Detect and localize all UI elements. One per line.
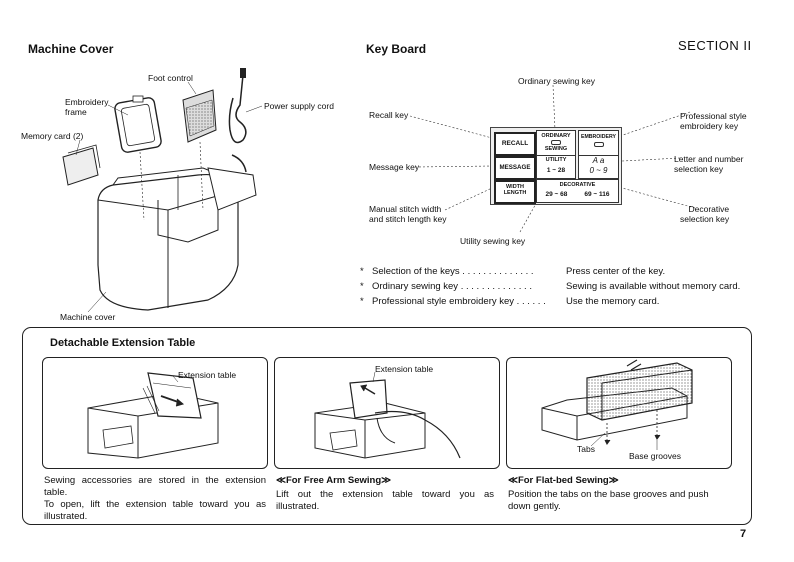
fig1-extension-label: Extension table bbox=[178, 370, 237, 380]
note-label: Professional style embroidery key . . . … bbox=[372, 296, 546, 307]
tabs-label: Tabs bbox=[577, 444, 595, 454]
free-arm-title: ≪For Free Arm Sewing≫ bbox=[276, 475, 392, 486]
note-value: Sewing is available without memory card. bbox=[566, 281, 741, 292]
embroidery-indicator-icon bbox=[593, 142, 604, 147]
embroidery-frame-label: Embroidery frame bbox=[65, 97, 109, 117]
machine-cover-label: Machine cover bbox=[60, 312, 116, 322]
note-label: Selection of the keys . . . . . . . . . … bbox=[372, 266, 534, 277]
note-value: Press center of the key. bbox=[566, 266, 666, 277]
foot-control-label: Foot control bbox=[148, 73, 193, 83]
figure-flat-bed: Tabs Base grooves bbox=[506, 357, 732, 469]
message-key[interactable]: MESSAGE bbox=[494, 156, 536, 180]
free-arm-illustration bbox=[314, 371, 461, 459]
machine-cover-title: Machine Cover bbox=[28, 42, 114, 56]
extension-table-title: Detachable Extension Table bbox=[50, 337, 196, 349]
machine-cover-illustration bbox=[62, 68, 263, 313]
note-bullet: * bbox=[360, 296, 364, 307]
col3-text: Position the tabs on the base grooves an… bbox=[508, 489, 709, 512]
recall-key-caption: Recall key bbox=[369, 110, 409, 120]
note-value: Use the memory card. bbox=[566, 296, 660, 307]
manual-stitch-caption: Manual stitch width and stitch length ke… bbox=[369, 204, 447, 224]
embroidery-label: EMBROIDERY bbox=[581, 134, 616, 140]
numeric-label: 0 ~ 9 bbox=[589, 166, 608, 175]
col1-text: Sewing accessories are stored in the ext… bbox=[44, 475, 266, 522]
extension-store-illustration bbox=[87, 372, 219, 459]
sewing-label: SEWING bbox=[544, 146, 568, 152]
section-label: SECTION II bbox=[678, 38, 752, 53]
memory-card-label: Memory card (2) bbox=[21, 131, 84, 141]
key-board-panel: RECALL ORDINARY SEWING EMBROIDERY MESSAG… bbox=[490, 127, 622, 205]
note-bullet: * bbox=[360, 266, 364, 277]
note-label: Ordinary sewing key . . . . . . . . . . … bbox=[372, 281, 532, 292]
decorative-label: DECORATIVE bbox=[559, 182, 596, 188]
decorative-range-2: 69 ~ 116 bbox=[584, 191, 610, 198]
ordinary-sewing-key-label: Ordinary sewing key bbox=[518, 76, 596, 86]
letter-number-key[interactable]: A a 0 ~ 9 bbox=[578, 155, 619, 179]
alpha-label: A a bbox=[592, 156, 605, 165]
utility-key[interactable]: UTILITY 1 ~ 28 bbox=[536, 155, 576, 179]
figure-free-arm: Extension table bbox=[274, 357, 500, 469]
ordinary-sewing-key[interactable]: ORDINARY SEWING bbox=[536, 130, 576, 156]
figure-store: Extension table bbox=[42, 357, 268, 469]
note-bullet: * bbox=[360, 281, 364, 292]
ordinary-indicator-icon bbox=[551, 140, 561, 145]
page-number: 7 bbox=[740, 528, 747, 540]
fig2-extension-label: Extension table bbox=[375, 364, 434, 374]
message-key-label: MESSAGE bbox=[499, 164, 531, 171]
extension-table-section bbox=[22, 327, 752, 525]
decorative-key[interactable]: DECORATIVE 29 ~ 68 69 ~ 116 bbox=[536, 179, 619, 203]
col2-text: Lift out the extension table toward you … bbox=[276, 489, 494, 512]
width-length-key[interactable]: WIDTH LENGTH bbox=[494, 180, 536, 204]
width-label: WIDTH bbox=[505, 184, 525, 190]
utility-label: UTILITY bbox=[545, 157, 567, 163]
length-label: LENGTH bbox=[503, 190, 527, 196]
ordinary-label: ORDINARY bbox=[541, 133, 571, 139]
utility-key-caption: Utility sewing key bbox=[460, 236, 526, 246]
recall-key[interactable]: RECALL bbox=[494, 132, 536, 156]
flat-bed-title: ≪For Flat-bed Sewing≫ bbox=[508, 475, 619, 486]
utility-range: 1 ~ 28 bbox=[546, 167, 566, 174]
professional-key-caption: Professional style embroidery key bbox=[680, 111, 747, 131]
decorative-range-1: 29 ~ 68 bbox=[545, 191, 568, 198]
flat-bed-illustration bbox=[541, 359, 693, 450]
recall-key-label: RECALL bbox=[501, 140, 529, 147]
power-cord-label: Power supply cord bbox=[264, 101, 334, 111]
message-key-caption: Message key bbox=[369, 162, 420, 172]
base-grooves-label: Base grooves bbox=[629, 451, 681, 461]
keyboard-leader-lines bbox=[409, 84, 696, 233]
decorative-caption: Decorative selection key bbox=[680, 204, 730, 224]
keyboard-title: Key Board bbox=[366, 42, 427, 56]
embroidery-key[interactable]: EMBROIDERY bbox=[578, 130, 619, 156]
letter-number-caption: Letter and number selection key bbox=[674, 154, 744, 174]
